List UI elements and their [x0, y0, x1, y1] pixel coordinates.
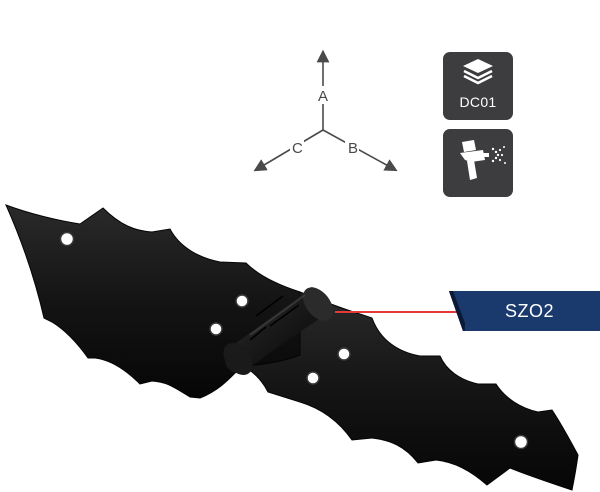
product-code: SZO2: [505, 301, 555, 321]
layers-icon: [463, 59, 493, 85]
leader-line: [335, 311, 465, 313]
spray-gun-icon: [460, 140, 506, 180]
material-code: DC01: [459, 94, 497, 110]
dimension-axes-diagram: A C B: [250, 48, 400, 178]
screw-hole: [337, 347, 351, 361]
screw-hole: [235, 294, 249, 308]
finish-badge: [443, 129, 513, 197]
product-code-tag: SZO2: [449, 291, 600, 331]
hinge-knuckle: [223, 287, 334, 375]
hinge-illustration: [5, 204, 579, 491]
screw-hole: [59, 231, 75, 247]
screw-hole: [209, 322, 223, 336]
material-badge: DC01: [443, 52, 513, 120]
axis-c-label: C: [292, 140, 303, 157]
screw-hole: [306, 371, 320, 385]
screw-hole: [513, 434, 529, 450]
hinge-right-leaf: [241, 291, 579, 491]
axis-b-label: B: [348, 140, 358, 157]
axis-a-label: A: [318, 88, 328, 105]
